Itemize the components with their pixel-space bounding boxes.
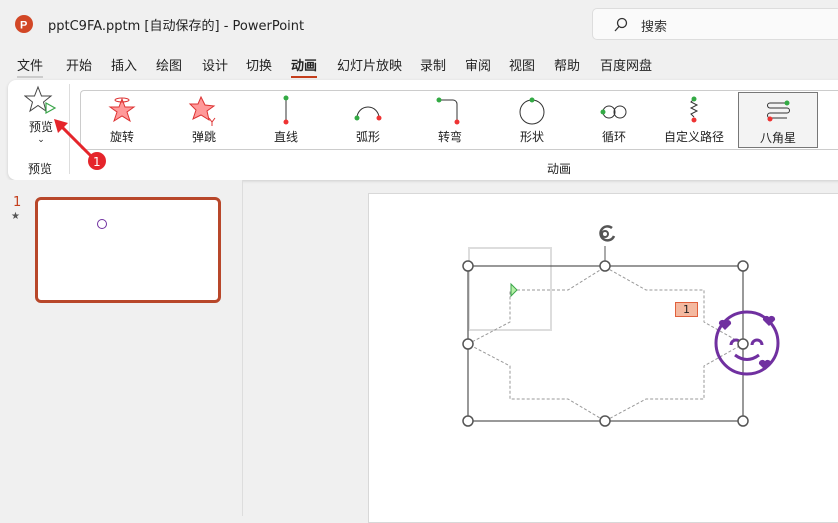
animation-order-tag[interactable]: 1 — [675, 302, 698, 317]
gallery-item-turn-path[interactable]: 转弯 — [415, 92, 485, 148]
menu-tab-9[interactable]: 审阅 — [465, 59, 492, 74]
turn-path-icon — [436, 97, 460, 125]
gallery-item-bounce[interactable]: 弹跳 — [169, 92, 239, 148]
menu-tab-4[interactable]: 设计 — [202, 59, 229, 74]
emoji-thumb-icon — [97, 219, 107, 229]
animation-group-label: 动画 — [547, 162, 572, 176]
gallery-item-octagram-path[interactable]: 八角星 — [738, 92, 818, 148]
gallery-item-label: 弧形 — [355, 130, 380, 144]
search-icon — [614, 17, 628, 32]
gallery-item-label: 转弯 — [437, 130, 462, 144]
annotation-arrow: 1 — [54, 119, 106, 170]
divider — [69, 84, 70, 174]
preview-group-label: 预览 — [28, 162, 53, 176]
menu-tab-8[interactable]: 录制 — [420, 59, 447, 74]
loop-path-icon — [600, 105, 627, 119]
menu-tab-3[interactable]: 绘图 — [156, 59, 183, 74]
gallery-item-label: 循环 — [601, 130, 626, 144]
gallery-item-shape-path[interactable]: 形状 — [497, 92, 567, 148]
spin-icon — [108, 97, 136, 123]
slide-thumbnail-1[interactable] — [35, 197, 221, 303]
animation-star-icon: ★ — [11, 211, 20, 222]
window-title: pptC9FA.pptm [自动保存的] - PowerPoint — [48, 19, 305, 34]
gallery-item-label: 八角星 — [759, 131, 796, 145]
menu-tab-7[interactable]: 幻灯片放映 — [337, 59, 403, 74]
menu-tab-5[interactable]: 切换 — [246, 59, 273, 74]
powerpoint-logo-icon: P — [15, 15, 33, 33]
preview-star-icon — [23, 85, 57, 115]
gallery-item-label: 自定义路径 — [663, 130, 724, 144]
preview-button[interactable]: 预览 ⌄ — [16, 84, 66, 149]
arc-path-icon — [354, 106, 382, 121]
menu-tab-11[interactable]: 帮助 — [554, 59, 581, 74]
gallery-item-label: 旋转 — [109, 130, 134, 144]
gallery-item-spin[interactable]: 旋转 — [87, 92, 157, 148]
slide-number: 1 — [13, 195, 22, 210]
gallery-item-arc-path[interactable]: 弧形 — [333, 92, 403, 148]
menu-tab-10[interactable]: 视图 — [509, 59, 536, 74]
annotation-badge: 1 — [93, 155, 101, 169]
preview-label: 预览 — [28, 120, 53, 134]
menu-tab-1[interactable]: 开始 — [66, 59, 93, 74]
chevron-down-icon: ⌄ — [37, 135, 45, 145]
menu-tab-12[interactable]: 百度网盘 — [600, 59, 653, 74]
gallery-item-label: 形状 — [519, 130, 544, 144]
gallery-item-label: 直线 — [273, 130, 298, 144]
svg-text:P: P — [20, 20, 27, 32]
bounce-icon — [188, 95, 216, 126]
menu-tab-0[interactable]: 文件 — [17, 55, 44, 78]
menu-tab-6[interactable]: 动画 — [291, 55, 318, 78]
gallery-item-custom-path[interactable]: 自定义路径 — [656, 92, 732, 148]
octagram-path-icon — [767, 100, 790, 122]
gallery-item-line-path[interactable]: 直线 — [251, 92, 321, 148]
custom-path-icon — [689, 96, 699, 123]
animation-gallery — [80, 90, 838, 150]
search-placeholder: 搜索 — [641, 20, 668, 35]
line-path-icon — [283, 95, 289, 125]
gallery-item-loop-path[interactable]: 循环 — [579, 92, 649, 148]
search-box[interactable]: 搜索 — [592, 8, 838, 40]
menu-tab-2[interactable]: 插入 — [111, 59, 138, 74]
shape-path-icon — [519, 97, 545, 125]
slide-canvas[interactable] — [368, 193, 838, 523]
gallery-item-label: 弹跳 — [191, 130, 216, 144]
